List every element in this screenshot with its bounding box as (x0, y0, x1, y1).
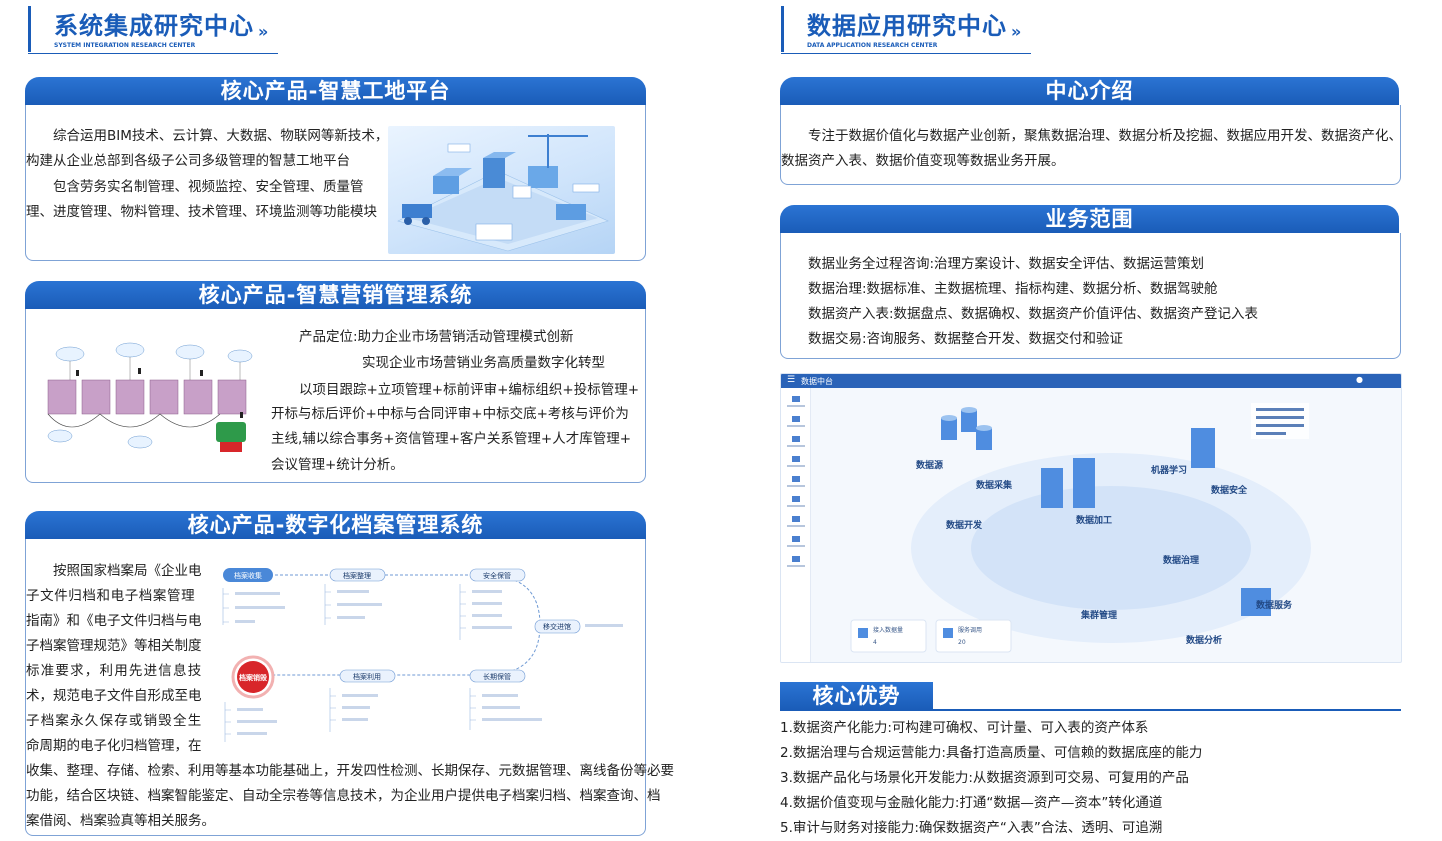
archive-para-line-8: 命周期的电子化归档管理，在 (26, 738, 202, 754)
right-center-subtitle: DATA APPLICATION RESEARCH CENTER (807, 42, 938, 49)
archive-para-line-6: 术，规范电子文件自形成至电 (26, 688, 202, 704)
archive-para-line-3: 指南》和《电子文件归档与电 (26, 613, 202, 629)
marketing-line-2: 实现企业市场营销业务高质量数字化转型 (362, 355, 605, 371)
flow-collect-label: 档案收集 (234, 571, 262, 580)
platform-sidebar (781, 388, 811, 662)
scope-banner: 业务范围 (780, 205, 1399, 233)
platform-label-analysis: 数据分析 (1186, 634, 1222, 646)
archive-banner: 核心产品-数字化档案管理系统 (25, 511, 646, 539)
user-icon: ● (1356, 375, 1363, 384)
advantages-banner: 核心优势 (780, 682, 933, 710)
advantage-item-3: 3.数据产品化与场景化开发能力:从数据资源到可交易、可复用的产品 (780, 770, 1189, 786)
header-accent-bar (781, 6, 784, 52)
platform-label-develop: 数据开发 (946, 519, 983, 531)
left-center-header: 系统集成研究中心 SYSTEM INTEGRATION RESEARCH CEN… (28, 4, 328, 54)
double-chevron-icon: » (1011, 22, 1022, 41)
flow-utilize-label: 档案利用 (353, 672, 381, 681)
marketing-line-4: 开标与标后评价+中标与合同评审+中标交底+考核与评价为 (271, 406, 629, 422)
intro-banner: 中心介绍 (780, 77, 1399, 105)
platform-topbar: ☰ 数据中台 ● (781, 374, 1401, 388)
advantage-item-4: 4.数据价值变现与金融化能力:打通“数据—资产—资本”转化通道 (780, 795, 1163, 811)
scope-item-3: 数据资产入表:数据盘点、数据确权、数据资产价值评估、数据资产登记入表 (808, 306, 1259, 322)
advantages-rule (780, 709, 1401, 711)
platform-label-govern: 数据治理 (1163, 554, 1199, 566)
platform-label-source: 数据源 (916, 459, 943, 471)
platform-app-name: 数据中台 (801, 377, 833, 386)
intro-box (780, 105, 1401, 185)
scope-item-2: 数据治理:数据标准、主数据梳理、指标构建、数据分析、数据驾驶舱 (808, 281, 1218, 297)
archive-para-line-7: 子档案永久保存或销毁全生 (26, 713, 203, 729)
marketing-line-3: 以项目跟踪+立项管理+标前评审+编标组织+投标管理+ (299, 382, 640, 398)
archive-para-line-4: 子档案管理规范》等相关制度 (26, 638, 202, 654)
flow-longterm-label: 长期保管 (483, 672, 511, 681)
archive-full-line-2: 功能，结合区块链、档案智能鉴定、自动全宗卷等信息技术，为企业用户提供电子档案归档… (26, 788, 661, 804)
right-center-title: 数据应用研究中心 (807, 12, 1007, 40)
smart-site-illustration (388, 126, 615, 254)
double-chevron-icon: » (258, 22, 269, 41)
intro-line-1: 专注于数据价值化与数据产业创新，聚焦数据治理、数据分析及挖掘、数据应用开发、数据… (808, 128, 1402, 144)
right-center-header: 数据应用研究中心 DATA APPLICATION RESEARCH CENTE… (781, 4, 1081, 54)
smart-site-banner: 核心产品-智慧工地平台 (25, 77, 646, 105)
scope-item-1: 数据业务全过程咨询:治理方案设计、数据安全评估、数据运营策划 (808, 256, 1205, 272)
archive-full-line-1: 收集、整理、存储、检索、利用等基本功能基础上，开发四性检测、长期保存、元数据管理… (26, 763, 674, 779)
smart-site-line-3: 包含劳务实名制管理、视频监控、安全管理、质量管 (53, 179, 364, 195)
archive-lifecycle-diagram: 档案收集 档案整理 安全保管 移交进馆 长期保管 档案利用 档案销毁 (215, 560, 635, 745)
platform-label-process: 数据加工 (1076, 514, 1112, 526)
marketing-line-6: 会议管理+统计分析。 (271, 457, 404, 473)
platform-stat1-label: 接入数据量 (873, 626, 903, 634)
scope-box (780, 233, 1401, 359)
archive-box (25, 539, 646, 836)
data-platform-screenshot: ☰ 数据中台 ● (780, 373, 1402, 663)
marketing-banner: 核心产品-智慧营销管理系统 (25, 281, 646, 309)
scope-item-4: 数据交易:咨询服务、数据整合开发、数据交付和验证 (808, 331, 1124, 347)
archive-para-line-1: 按照国家档案局《企业电 (53, 563, 202, 579)
platform-label-ml: 机器学习 (1151, 464, 1187, 476)
smart-site-line-2: 构建从企业总部到各级子公司多级管理的智慧工地平台 (26, 153, 350, 169)
left-center-subtitle: SYSTEM INTEGRATION RESEARCH CENTER (54, 42, 196, 49)
advantage-item-1: 1.数据资产化能力:可构建可确权、可计量、可入表的资产体系 (780, 720, 1149, 736)
flow-organize-label: 档案整理 (343, 571, 371, 580)
platform-stat2-label: 服务调用 (958, 626, 982, 634)
archive-para-line-5: 标准要求，利用先进信息技 (26, 663, 203, 679)
header-rule (781, 53, 1031, 54)
platform-label-collect: 数据采集 (976, 479, 1013, 491)
marketing-process-diagram (40, 330, 262, 462)
platform-stat1-value: 4 (873, 639, 877, 646)
advantage-item-5: 5.审计与财务对接能力:确保数据资产“入表”合法、透明、可追溯 (780, 820, 1163, 836)
advantage-item-2: 2.数据治理与合规运营能力:具备打造高质量、可信赖的数据底座的能力 (780, 745, 1203, 761)
archive-para-line-2: 子文件归档和电子档案管理 (26, 588, 196, 604)
smart-site-line-4: 理、进度管理、物料管理、技术管理、环境监测等功能模块 (26, 204, 377, 220)
menu-icon: ☰ (787, 375, 796, 385)
flow-destroy-label: 档案销毁 (238, 673, 268, 682)
marketing-line-5: 主线,辅以综合事务+资信管理+客户关系管理+人才库管理+ (271, 431, 632, 447)
platform-label-manage: 集群管理 (1080, 609, 1117, 621)
platform-label-security: 数据安全 (1211, 484, 1248, 496)
flow-security-label: 安全保管 (483, 571, 511, 580)
archive-full-line-3: 案借阅、档案验真等相关服务。 (26, 813, 215, 829)
platform-stat2-value: 20 (958, 639, 966, 646)
smart-site-line-1: 综合运用BIM技术、云计算、大数据、物联网等新技术， (53, 128, 389, 144)
intro-line-2: 数据资产入表、数据价值变现等数据业务开展。 (781, 153, 1065, 169)
header-accent-bar (28, 6, 31, 52)
left-center-title: 系统集成研究中心 (54, 12, 254, 40)
header-rule (28, 53, 278, 54)
flow-transfer-label: 移交进馆 (543, 622, 571, 631)
marketing-line-1: 产品定位:助力企业市场营销活动管理模式创新 (299, 329, 574, 345)
platform-label-service: 数据服务 (1256, 599, 1293, 611)
